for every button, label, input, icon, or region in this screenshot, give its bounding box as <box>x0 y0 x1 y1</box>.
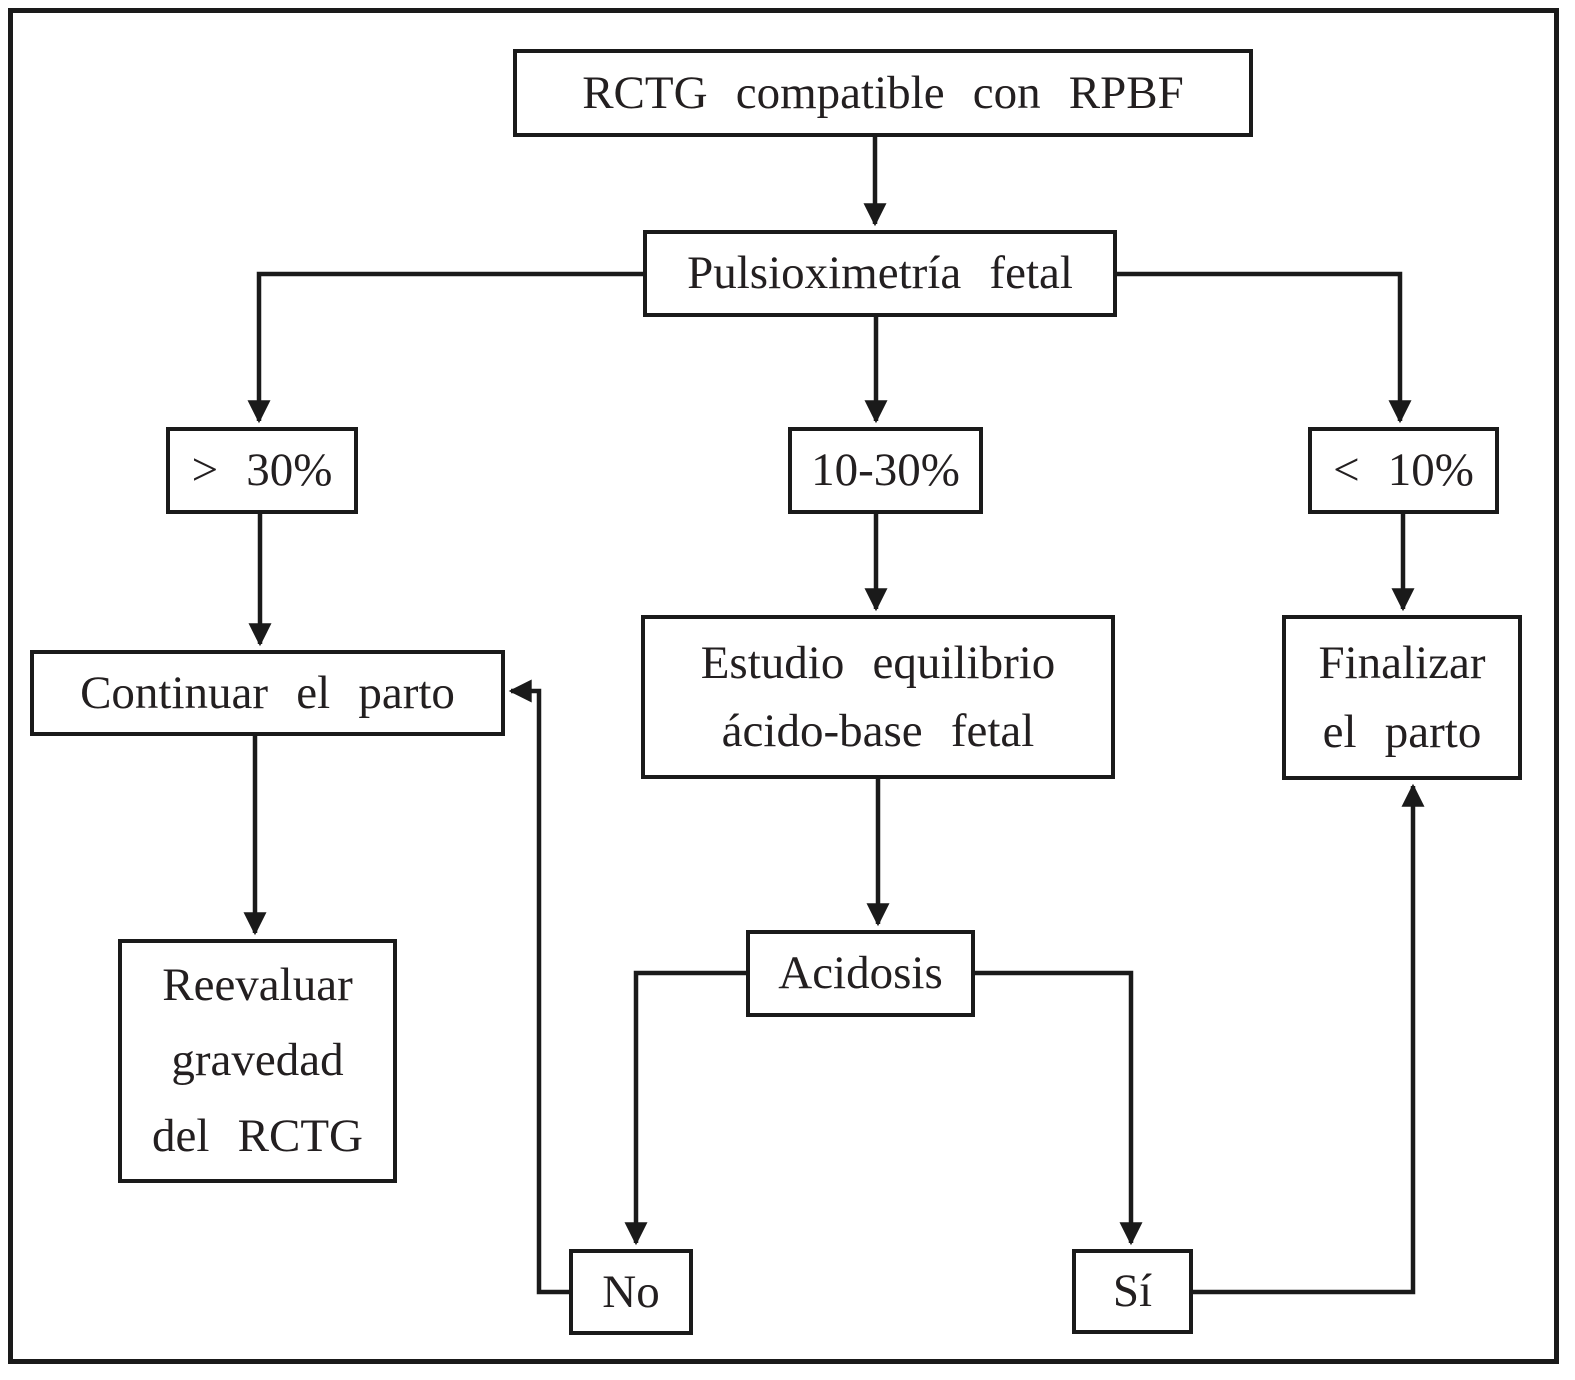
node-label: > 30% <box>191 444 333 497</box>
edge-no-continuar <box>508 679 569 1295</box>
node-less-10pct: < 10% <box>1308 427 1499 514</box>
node-10-30pct: 10-30% <box>788 427 983 514</box>
node-yes: Sí <box>1072 1249 1193 1334</box>
edge-acidosis-si <box>975 970 1143 1246</box>
node-label: Pulsioximetría fetal <box>687 247 1073 300</box>
node-label-line2: gravedad <box>171 1034 344 1087</box>
node-end-labor: Finalizar el parto <box>1282 615 1522 780</box>
node-label-line1: Finalizar <box>1318 637 1486 690</box>
node-acid-base-study: Estudio equilibrio ácido-base fetal <box>641 615 1115 779</box>
node-rctg-compatible: RCTG compatible con RPBF <box>513 49 1253 137</box>
figure-border <box>8 8 1559 1364</box>
node-label: 10-30% <box>811 444 960 497</box>
node-label-line1: Estudio equilibrio <box>700 636 1056 689</box>
node-label-line2: ácido-base fetal <box>721 705 1035 757</box>
edge-acidosis-no <box>624 970 746 1246</box>
edge-pulsi-gt30 <box>247 271 643 424</box>
node-continue-labor: Continuar el parto <box>30 650 505 736</box>
node-label-line1: Reevaluar <box>162 959 353 1012</box>
node-pulse-oximetry: Pulsioximetría fetal <box>643 230 1117 317</box>
node-greater-30pct: > 30% <box>166 427 358 514</box>
edge-si-finalizar <box>1193 783 1425 1295</box>
node-label: No <box>602 1265 660 1318</box>
node-label: Sí <box>1112 1265 1153 1318</box>
node-label-line3: del RCTG <box>152 1109 363 1162</box>
node-acidosis: Acidosis <box>746 930 975 1017</box>
node-label: Continuar el parto <box>80 666 455 719</box>
node-reassess-rctg: Reevaluar gravedad del RCTG <box>118 939 397 1183</box>
node-label: RCTG compatible con RPBF <box>582 66 1184 119</box>
node-label-line2: el parto <box>1322 705 1482 758</box>
node-no: No <box>569 1249 693 1335</box>
edge-pulsi-lt10 <box>1117 271 1412 424</box>
node-label: Acidosis <box>778 947 943 1000</box>
node-label: < 10% <box>1333 444 1474 497</box>
